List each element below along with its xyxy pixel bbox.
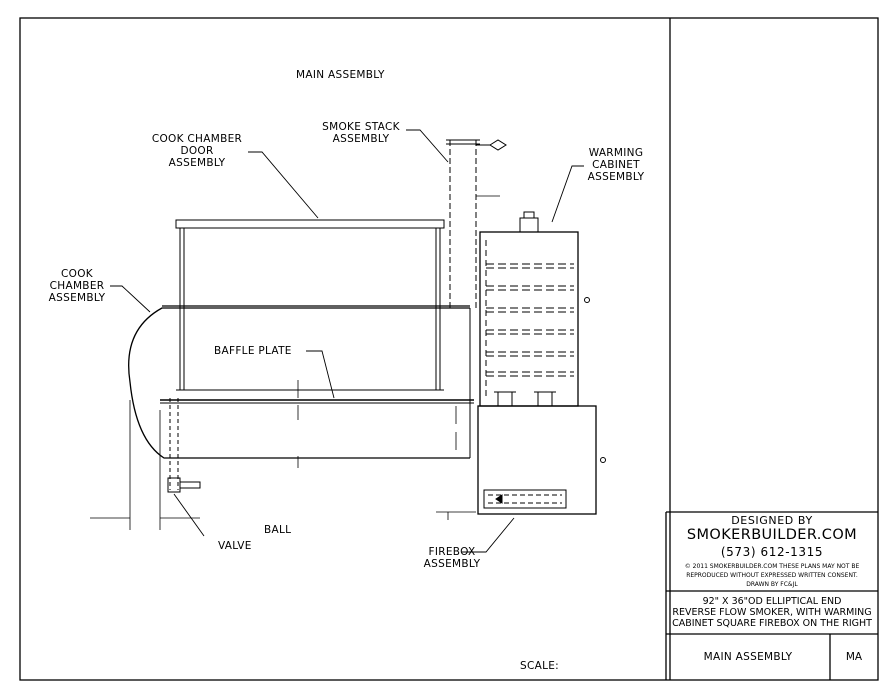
firebox [477,405,606,515]
sheet-border [19,17,879,681]
warming-cabinet [479,211,590,407]
cook-chamber-label: COOK CHAMBER ASSEMBLY [48,268,106,304]
scale-label: SCALE: [520,660,560,672]
drain-valve [167,398,201,493]
copyright-notice: © 2011 SMOKERBUILDER.COM THESE PLANS MAY… [684,563,860,588]
phone-number: (573) 612-1315 [720,545,824,559]
designed-by: DESIGNED BY [731,514,813,527]
drawing-title: MAIN ASSEMBLY [296,69,385,81]
firebox-label: FIREBOX ASSEMBLY [423,546,481,570]
sheet-code: MA [845,651,863,663]
sheet-name: MAIN ASSEMBLY [703,651,793,663]
smoke-stack [446,139,507,308]
dimension-lines [90,195,500,530]
valve-label: VALVE [218,540,252,552]
company-name: SMOKERBUILDER.COM [686,527,858,543]
warming-cabinet-label: WARMING CABINET ASSEMBLY [587,147,645,183]
ball-label: BALL [264,524,292,536]
leader-lines [110,129,584,553]
smoke-stack-label: SMOKE STACK ASSEMBLY [322,121,400,145]
baffle-plate-label: BAFFLE PLATE [214,345,292,357]
cook-chamber-door-label: COOK CHAMBER DOOR ASSEMBLY [151,133,243,169]
drawing-description: 92" X 36"OD ELLIPTICAL END REVERSE FLOW … [672,596,872,629]
cook-chamber [128,305,471,459]
cook-chamber-door [175,219,445,391]
baffle-plate [160,399,474,404]
